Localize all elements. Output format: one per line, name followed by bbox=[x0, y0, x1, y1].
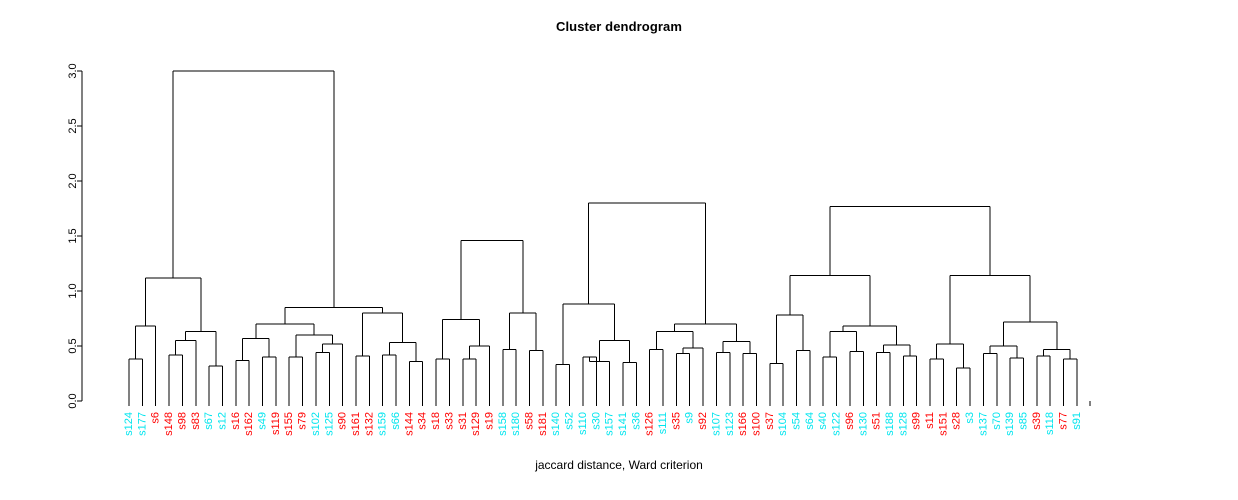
leaf-label: s98 bbox=[176, 412, 188, 430]
y-axis-tick-label: 2.0 bbox=[67, 173, 79, 188]
leaf-label: s3 bbox=[964, 412, 976, 424]
leaf-label: s64 bbox=[804, 412, 816, 430]
leaf-label: s161 bbox=[350, 412, 362, 436]
leaf-label: s33 bbox=[443, 412, 455, 430]
leaf-label: s181 bbox=[537, 412, 549, 436]
leaf-label: s67 bbox=[203, 412, 215, 430]
leaf-label: s31 bbox=[457, 412, 469, 430]
leaf-label: s119 bbox=[270, 412, 282, 435]
leaf-label: s104 bbox=[777, 412, 789, 436]
leaf-label: s77 bbox=[1058, 412, 1070, 430]
leaf-label: s126 bbox=[644, 412, 656, 436]
leaf-label: s129 bbox=[470, 412, 482, 436]
leaf-label: s99 bbox=[911, 412, 923, 430]
leaf-label: s102 bbox=[310, 412, 322, 436]
y-axis-tick-label: 0.5 bbox=[67, 338, 79, 353]
leaf-label: s130 bbox=[857, 412, 869, 436]
leaf-label: s9 bbox=[684, 412, 696, 424]
leaf-label: s141 bbox=[617, 412, 629, 436]
leaf-label: s110 bbox=[577, 412, 589, 435]
leaf-label: s180 bbox=[510, 412, 522, 436]
y-axis-tick-label: 0.0 bbox=[67, 393, 79, 408]
leaf-label: s132 bbox=[363, 412, 375, 436]
y-axis-tick-label: 1.0 bbox=[67, 283, 79, 298]
y-axis-tick-label: 3.0 bbox=[67, 63, 79, 78]
leaf-label: s85 bbox=[1017, 412, 1029, 430]
leaf-label: s144 bbox=[403, 412, 415, 436]
leaf-label: s151 bbox=[937, 412, 949, 436]
page-title: Cluster dendrogram bbox=[555, 19, 683, 34]
leaf-label: s35 bbox=[670, 412, 682, 430]
y-axis: 0.0 0.5 1.0 1.5 2.0 2.5 3.0 bbox=[67, 63, 83, 409]
leaf-label: s6 bbox=[150, 412, 162, 424]
leaf-label: s39 bbox=[1031, 412, 1043, 430]
y-axis-tick-label: 2.5 bbox=[67, 118, 79, 133]
leaf-label: s18 bbox=[430, 412, 442, 430]
leaf-label: s49 bbox=[257, 412, 269, 430]
leaf-label: s28 bbox=[951, 412, 963, 430]
leaf-label: s137 bbox=[977, 412, 989, 436]
leaf-label: s16 bbox=[230, 412, 242, 430]
leaf-label: s157 bbox=[604, 412, 616, 436]
leaf-label: s83 bbox=[190, 412, 202, 430]
leaf-label: s148 bbox=[163, 412, 175, 436]
leaf-label: s30 bbox=[590, 412, 602, 430]
leaf-label: s96 bbox=[844, 412, 856, 430]
leaf-label: s159 bbox=[377, 412, 389, 436]
leaf-label: s37 bbox=[764, 412, 776, 430]
y-axis-tick-label: 1.5 bbox=[67, 228, 79, 243]
leaf-label: s91 bbox=[1071, 412, 1083, 430]
leaf-label: s90 bbox=[337, 412, 349, 430]
x-axis-label: jaccard distance, Ward criterion bbox=[535, 458, 703, 472]
leaf-label: s122 bbox=[831, 412, 843, 436]
leaf-label: s51 bbox=[871, 412, 883, 430]
leaf-label: s162 bbox=[243, 412, 255, 436]
dendrogram-branches bbox=[128, 70, 1078, 401]
leaf-label: s111 bbox=[657, 412, 669, 434]
leaf-label: s188 bbox=[884, 412, 896, 436]
leaf-label: s139 bbox=[1004, 412, 1016, 436]
leaf-label: s36 bbox=[630, 412, 642, 430]
leaf-label: s40 bbox=[817, 412, 829, 430]
leaf-label: s107 bbox=[710, 412, 722, 436]
leaf-label: s19 bbox=[483, 412, 495, 430]
leaf-label: s70 bbox=[991, 412, 1003, 430]
leaf-label: s92 bbox=[697, 412, 709, 430]
leaf-label: s58 bbox=[524, 412, 536, 430]
leaf-label: s124 bbox=[123, 412, 135, 436]
leaf-label: s158 bbox=[497, 412, 509, 436]
leaf-label: s118 bbox=[1044, 412, 1056, 435]
leaf-label: s79 bbox=[297, 412, 309, 430]
leaf-label: s54 bbox=[791, 412, 803, 430]
leaf-label: s140 bbox=[550, 412, 562, 436]
leaf-label: s11 bbox=[924, 412, 936, 429]
leaf-label: s155 bbox=[283, 412, 295, 436]
leaf-label: s100 bbox=[750, 412, 762, 436]
leaf-label: s52 bbox=[564, 412, 576, 430]
leaf-tick-marks bbox=[128, 401, 1091, 406]
leaf-label: s128 bbox=[897, 412, 909, 436]
leaf-label: s177 bbox=[136, 412, 148, 436]
leaf-label: s34 bbox=[417, 412, 429, 430]
leaf-label: s123 bbox=[724, 412, 736, 436]
leaf-label: s125 bbox=[323, 412, 335, 436]
leaf-label: s12 bbox=[216, 412, 228, 430]
leaf-label: s166 bbox=[737, 412, 749, 436]
leaf-label: s66 bbox=[390, 412, 402, 430]
